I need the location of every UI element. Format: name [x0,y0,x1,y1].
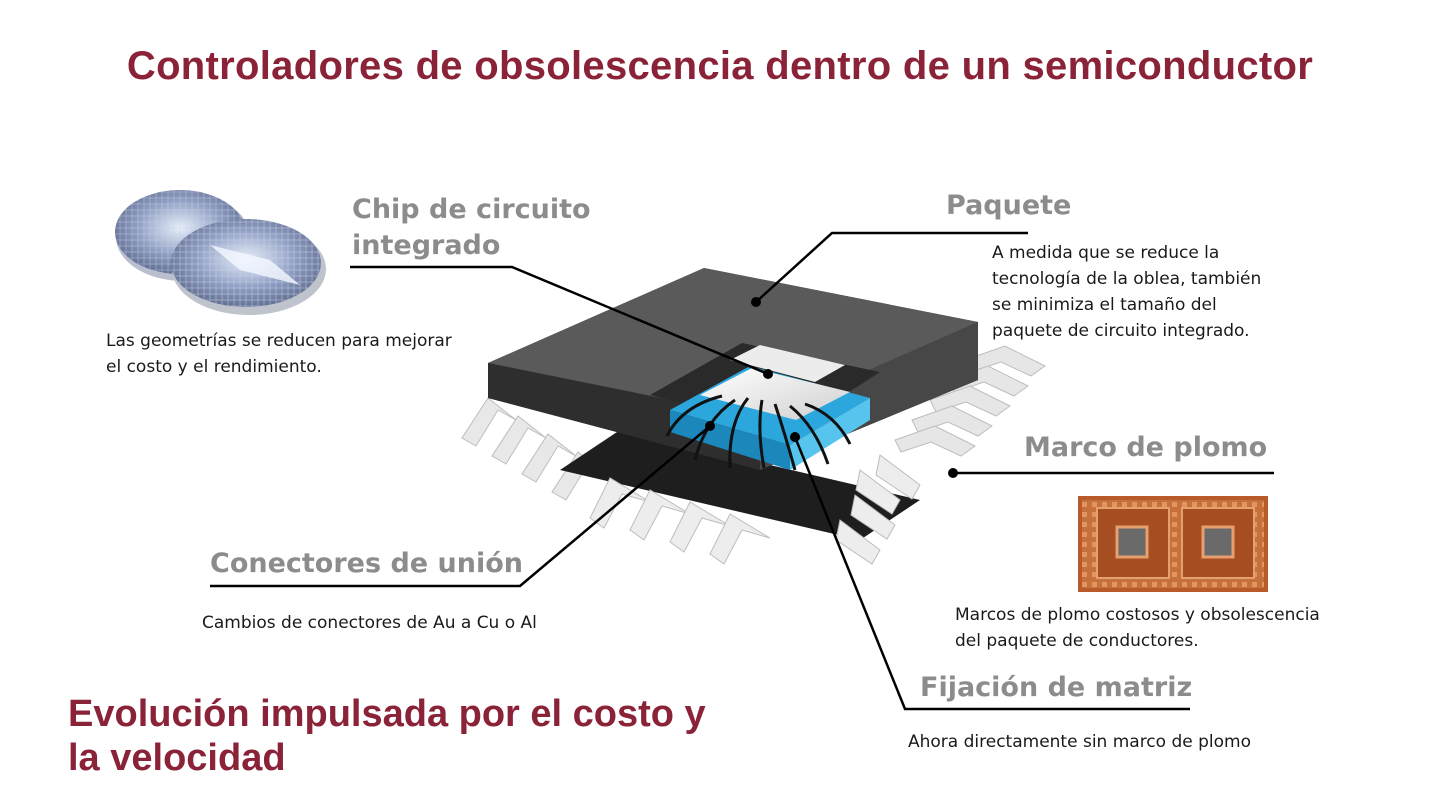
footer-line1: Evolución impulsada por el costo y [68,693,706,735]
chip-heading: Chip de circuito integrado [352,192,591,264]
paquete-heading: Paquete [946,190,1072,221]
paquete-description: A medida que se reduce la tecnología de … [992,240,1261,344]
fijacion-heading: Fijación de matriz [920,672,1193,703]
lead-frame-image [1078,496,1268,592]
fijacion-leader [793,436,1190,711]
paquete-line3: se minimiza el tamaño del [992,295,1217,315]
fijacion-description: Ahora directamente sin marco de plomo [908,732,1251,752]
bond-wires [665,394,852,471]
wafer-description: Las geometrías se reducen para mejorar e… [106,328,452,380]
chip-heading-line1: Chip de circuito [352,194,591,225]
paquete-line1: A medida que se reduce la [992,243,1220,263]
left-leads [461,397,607,501]
paquete-line4: paquete de circuito integrado. [992,321,1250,341]
marco-heading: Marco de plomo [1024,432,1268,463]
marco-line1: Marcos de plomo costosos y obsolescencia [955,605,1320,625]
die-attach-base [560,430,920,540]
ic-die [670,345,870,470]
paquete-line2: tecnología de la oblea, también [992,269,1262,289]
leader-lines [210,231,1274,711]
front-leads [589,454,921,565]
wafer-line2: el costo y el rendimiento. [106,357,322,377]
leader-dots [705,297,958,478]
conectores-heading: Conectores de unión [210,548,523,579]
wafer-image [115,190,326,315]
footer-statement: Evolución impulsada por el costo y la ve… [68,692,788,780]
chip-heading-line2: integrado [352,230,501,261]
paquete-leader [755,231,1028,303]
footer-line2: la velocidad [68,737,286,779]
conectores-description: Cambios de conectores de Au a Cu o Al [202,613,537,633]
wafer-line1: Las geometrías se reducen para mejorar [106,331,452,351]
page-title: Controladores de obsolescencia dentro de… [126,44,1314,88]
marco-description: Marcos de plomo costosos y obsolescencia… [955,602,1320,654]
marco-line2: del paquete de conductores. [955,631,1199,651]
conectores-leader [210,425,711,588]
chip-leader [350,265,769,376]
